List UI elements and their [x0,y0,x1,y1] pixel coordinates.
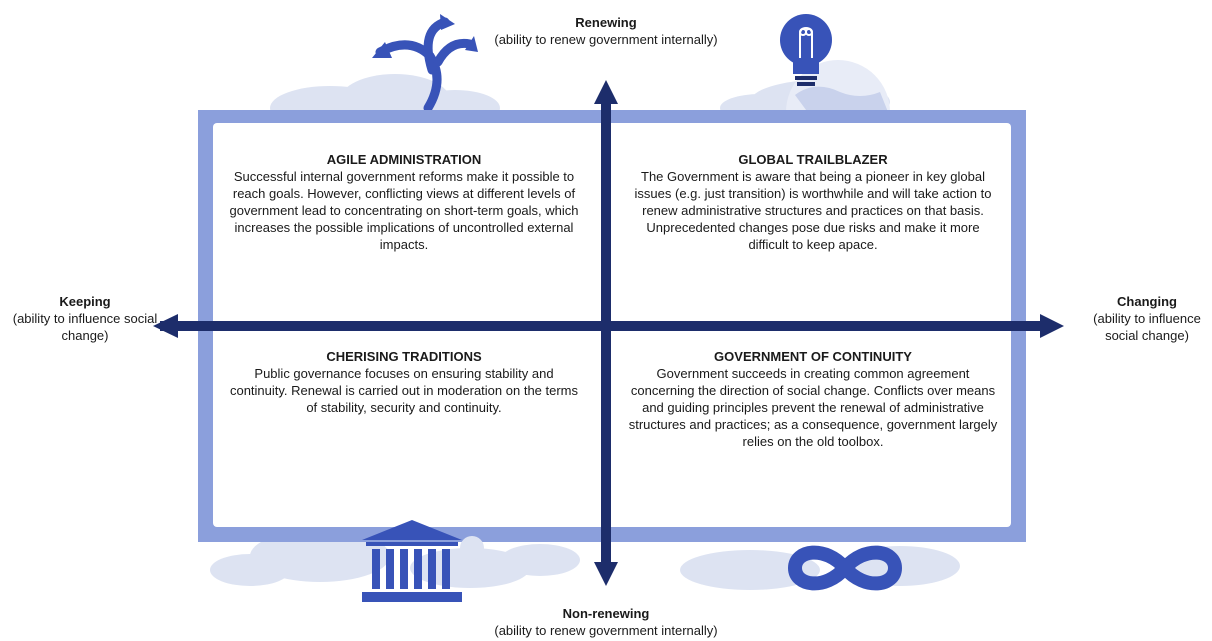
government-building-icon [362,520,484,602]
quadrant-description: Successful internal government reforms m… [229,169,579,252]
quadrant-government-of-continuity: GOVERNMENT OF CONTINUITY Government succ… [628,348,998,450]
infinity-icon [787,545,903,591]
axis-label-renewing: Renewing (ability to renew government in… [456,14,756,48]
quadrant-title: GOVERNMENT OF CONTINUITY [714,349,912,364]
quadrant-agile-administration: AGILE ADMINISTRATION Successful internal… [224,151,584,253]
axis-label-desc: (ability to influence social change) [1093,311,1201,343]
quadrant-description: Government succeeds in creating common a… [628,366,998,449]
axis-label-changing: Changing (ability to influence social ch… [1082,293,1212,344]
axis-label-desc: (ability to influence social change) [12,311,158,343]
axis-label-name: Non-renewing [562,606,650,621]
quadrant-title: AGILE ADMINISTRATION [326,152,482,167]
quadrant-title: CHERISING TRADITIONS [326,349,482,364]
quadrant-description: The Government is aware that being a pio… [634,169,992,252]
axis-label-non-renewing: Non-renewing (ability to renew governmen… [456,605,756,639]
axis-label-name: Changing [1117,294,1177,309]
axis-label-desc: (ability to renew government internally) [494,32,718,47]
axis-label-desc: (ability to renew government internally) [494,623,718,638]
quadrant-cherising-traditions: CHERISING TRADITIONS Public governance f… [224,348,584,416]
axis-label-keeping: Keeping (ability to influence social cha… [0,293,170,344]
quadrant-title: GLOBAL TRAILBLAZER [738,152,888,167]
quadrant-global-trailblazer: GLOBAL TRAILBLAZER The Government is awa… [628,151,998,253]
axis-arrows [153,80,1064,586]
axis-label-name: Renewing [575,15,637,30]
axis-label-name: Keeping [59,294,111,309]
lightbulb-icon [780,14,832,86]
quadrant-description: Public governance focuses on ensuring st… [229,366,579,415]
